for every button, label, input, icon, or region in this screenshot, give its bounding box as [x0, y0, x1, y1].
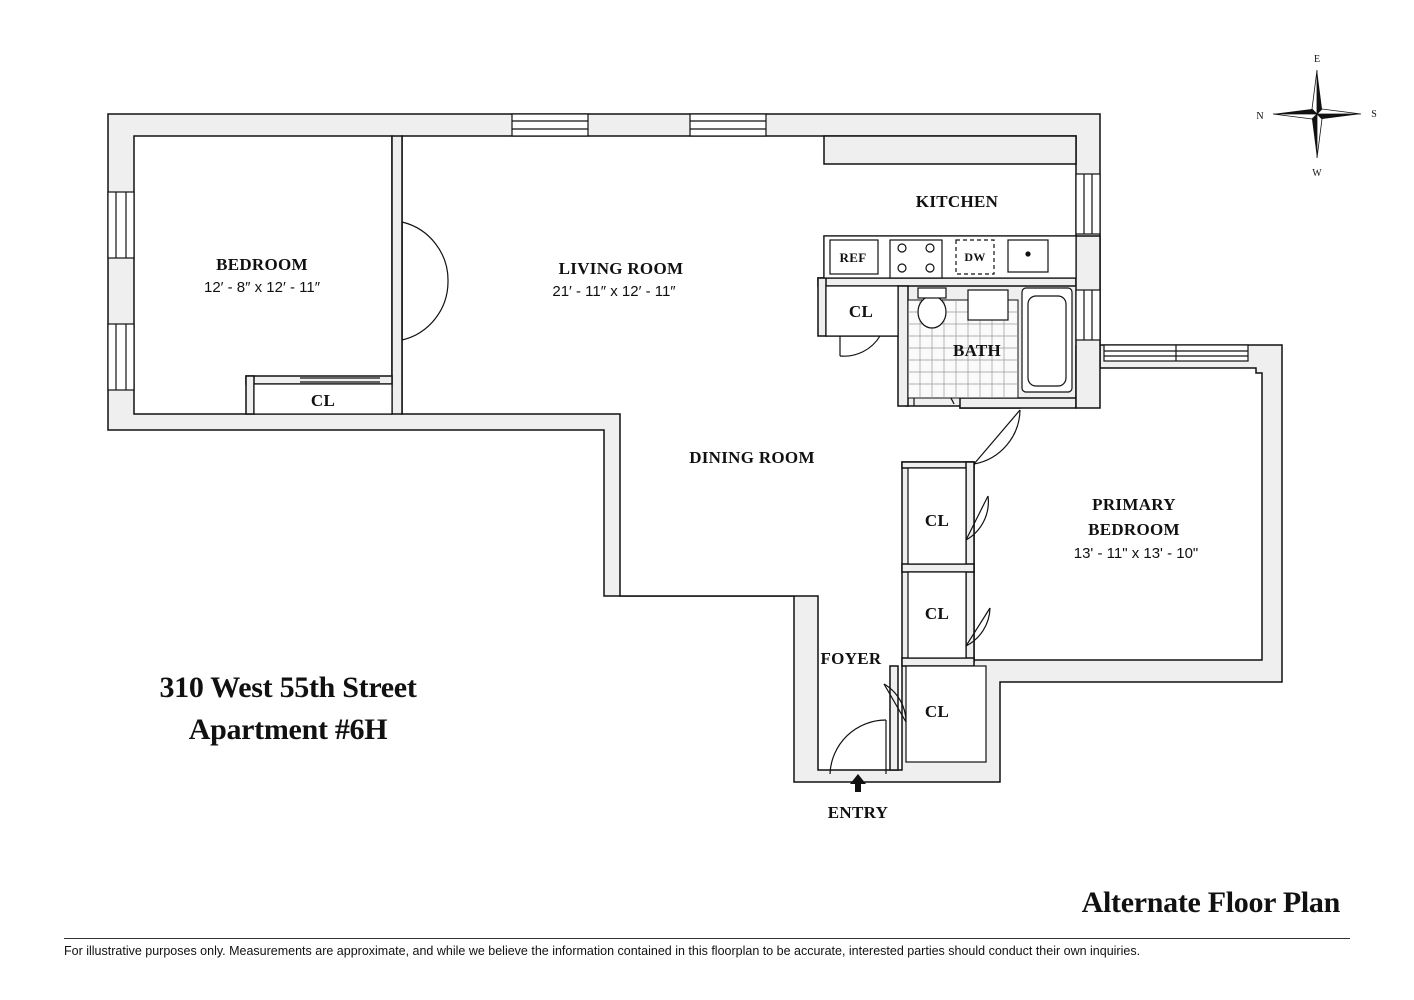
- primary-closet-2-label: CL: [925, 604, 949, 623]
- disclaimer-text: For illustrative purposes only. Measurem…: [64, 944, 1141, 958]
- hall-closet: [825, 285, 899, 337]
- dining-room-label: DINING ROOM: [689, 448, 815, 467]
- stove: [889, 239, 943, 279]
- footer-divider: [64, 938, 1350, 939]
- primary-closet-1-label: CL: [925, 511, 949, 530]
- bedroom-closet-label: CL: [311, 391, 335, 410]
- dishwasher-label: DW: [964, 250, 985, 264]
- refrigerator-label: REF: [840, 250, 867, 265]
- toilet: [917, 295, 947, 329]
- wall-kitchen-counter: [823, 135, 1077, 165]
- wall-hall-closet-left: [817, 277, 827, 337]
- window-bath: [1075, 289, 1101, 341]
- burner-icon: [897, 263, 907, 273]
- bedroom-label: BEDROOM: [216, 255, 308, 274]
- window-kitchen: [1075, 173, 1101, 235]
- hall-closet-label: CL: [849, 302, 873, 321]
- wall-bedroom-closet-side: [245, 375, 255, 415]
- bedroom-floor: [133, 135, 393, 415]
- toilet-tank: [917, 287, 947, 299]
- door-bedroom-closet: [300, 377, 380, 383]
- door-bedroom-double: [401, 221, 449, 341]
- wall-kitchen-bath: [817, 277, 1077, 287]
- window-bedroom-2: [107, 323, 135, 391]
- living-room-dimensions: 21′ - 11″ x 12′ - 11″: [552, 283, 676, 300]
- door-primary-closet-2: [965, 607, 991, 647]
- bathtub-inner: [1027, 295, 1067, 387]
- wall-bedroom-living: [391, 135, 403, 415]
- kitchen-label: KITCHEN: [916, 192, 999, 211]
- wall-primary-closets-side: [965, 461, 975, 663]
- door-primary-closet-1: [965, 495, 989, 541]
- wall-primary-closets: [901, 461, 975, 469]
- compass-west: W: [1312, 168, 1322, 179]
- foyer-closet-label: CL: [925, 702, 949, 721]
- primary-bedroom-dimensions: 13' - 11" x 13' - 10": [1074, 545, 1199, 562]
- window-top-1: [511, 113, 589, 137]
- foyer-closet: [905, 665, 987, 763]
- wall-bath-left: [897, 285, 909, 407]
- window-primary: [1103, 344, 1249, 362]
- burner-icon: [897, 243, 907, 253]
- burner-icon: [925, 263, 935, 273]
- compass-north: N: [1256, 111, 1263, 122]
- primary-bedroom-label-1: PRIMARY: [1092, 495, 1176, 514]
- compass-rose-icon: [1272, 69, 1362, 159]
- door-foyer-closet: [883, 683, 907, 723]
- wall-closet-divider-1: [901, 563, 975, 573]
- door-primary-bedroom: [973, 409, 1021, 465]
- window-top-2: [689, 113, 767, 137]
- foyer-label: FOYER: [821, 649, 882, 668]
- wall-bedroom-closet: [245, 375, 393, 385]
- address-line-1: 310 West 55th Street: [159, 671, 417, 704]
- bath-sink: [967, 289, 1009, 321]
- bath-label: BATH: [953, 341, 1001, 360]
- address-line-2: Apartment #6H: [188, 713, 388, 746]
- wall-bath-bottom: [959, 397, 1077, 409]
- living-room-label: LIVING ROOM: [559, 259, 684, 278]
- entry-arrow-icon: [850, 774, 866, 792]
- wall-closet-divider-2: [901, 657, 975, 667]
- faucet-icon: [1025, 251, 1031, 257]
- primary-closet-2: [907, 571, 967, 659]
- bedroom-closet: [253, 383, 393, 415]
- primary-closet-1: [907, 467, 967, 565]
- door-hall-closet: [839, 335, 881, 357]
- window-bedroom-1: [107, 191, 135, 259]
- compass-east: E: [1314, 54, 1320, 65]
- compass-south: S: [1371, 109, 1377, 120]
- burner-icon: [925, 243, 935, 253]
- bedroom-dimensions: 12′ - 8″ x 12′ - 11″: [204, 279, 321, 296]
- refrigerator: [829, 239, 879, 275]
- plan-title: Alternate Floor Plan: [1081, 886, 1341, 919]
- wall-foyer-closet: [889, 665, 899, 771]
- entry-label: ENTRY: [828, 803, 888, 822]
- primary-bedroom-label-2: BEDROOM: [1088, 520, 1180, 539]
- dishwasher: [955, 239, 995, 275]
- door-entry: [829, 719, 887, 775]
